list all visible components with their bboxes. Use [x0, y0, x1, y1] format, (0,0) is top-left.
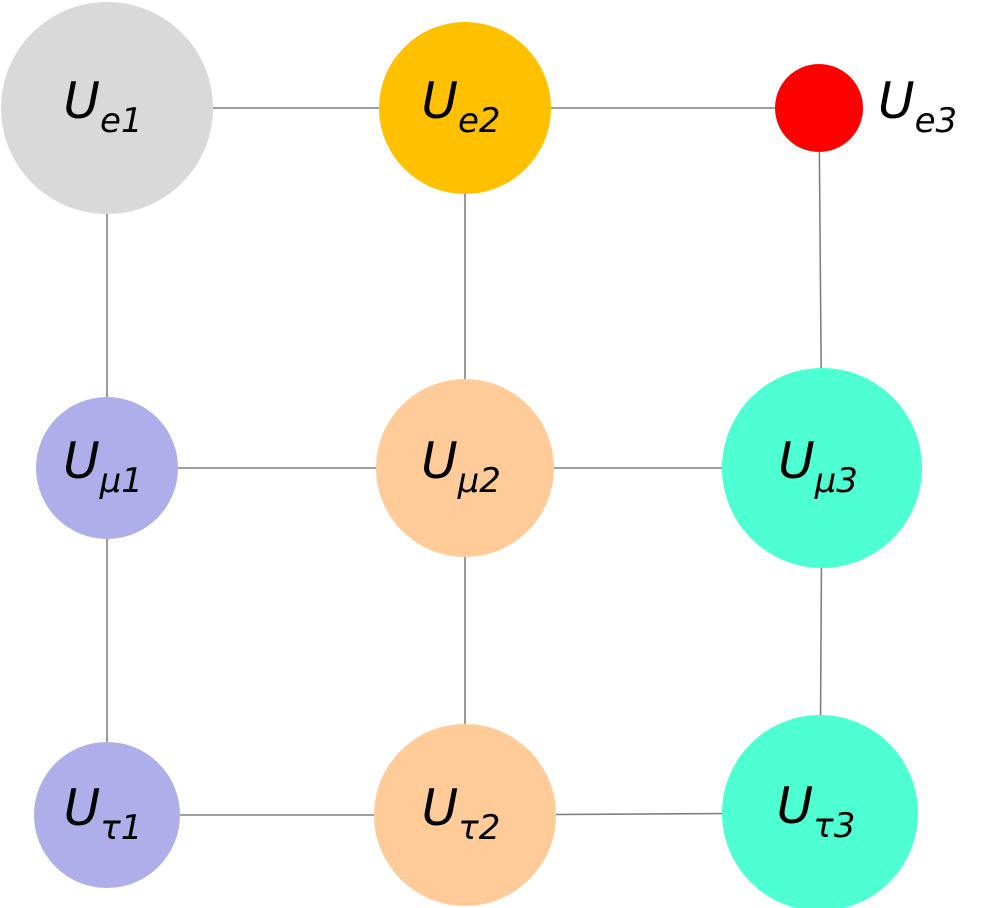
- node-circle-umu2: [376, 379, 554, 557]
- node-label-subscript: μ3: [814, 461, 858, 501]
- node-label-subscript: τ1: [100, 808, 142, 848]
- node-umu3: Uμ3: [722, 368, 922, 568]
- node-label-base: U: [63, 72, 100, 130]
- node-ue1: Ue1: [1, 2, 213, 214]
- node-label-umu3: Uμ3: [778, 432, 858, 501]
- node-label-base: U: [421, 72, 458, 130]
- node-ue3: Ue3: [775, 64, 957, 152]
- node-label-subscript: τ3: [813, 806, 855, 846]
- node-umu2: Uμ2: [376, 379, 554, 557]
- node-label-ue1: Ue1: [63, 72, 142, 141]
- node-label-subscript: τ2: [458, 808, 500, 848]
- node-label-subscript: e3: [915, 101, 958, 141]
- node-label-base: U: [878, 72, 915, 130]
- node-utau3: Uτ3: [722, 715, 918, 908]
- node-circle-ue3: [775, 64, 863, 152]
- node-label-base: U: [777, 777, 814, 835]
- node-utau1: Uτ1: [34, 742, 180, 888]
- node-label-base: U: [421, 432, 458, 490]
- node-label-base: U: [63, 432, 100, 490]
- node-circle-utau3: [722, 715, 918, 908]
- node-circle-utau1: [34, 742, 180, 888]
- node-label-utau1: Uτ1: [64, 779, 143, 848]
- node-label-ue2: Ue2: [421, 72, 500, 141]
- node-label-umu2: Uμ2: [421, 432, 501, 501]
- node-umu1: Uμ1: [36, 397, 178, 539]
- node-label-subscript: μ2: [457, 461, 501, 501]
- node-label-base: U: [64, 779, 101, 837]
- node-label-base: U: [422, 779, 459, 837]
- node-label-umu1: Uμ1: [63, 432, 143, 501]
- node-circle-umu1: [36, 397, 178, 539]
- node-circle-umu3: [722, 368, 922, 568]
- node-label-utau2: Uτ2: [422, 779, 501, 848]
- node-label-base: U: [778, 432, 815, 490]
- node-label-utau3: Uτ3: [777, 777, 856, 846]
- node-ue2: Ue2: [379, 22, 551, 194]
- node-label-ue3: Ue3: [878, 72, 957, 141]
- node-circle-utau2: [374, 724, 556, 906]
- node-circle-ue1: [1, 2, 213, 214]
- node-label-subscript: e2: [458, 101, 501, 141]
- node-label-subscript: e1: [100, 101, 143, 141]
- node-utau2: Uτ2: [374, 724, 556, 906]
- node-circle-ue2: [379, 22, 551, 194]
- node-label-subscript: μ1: [99, 461, 143, 501]
